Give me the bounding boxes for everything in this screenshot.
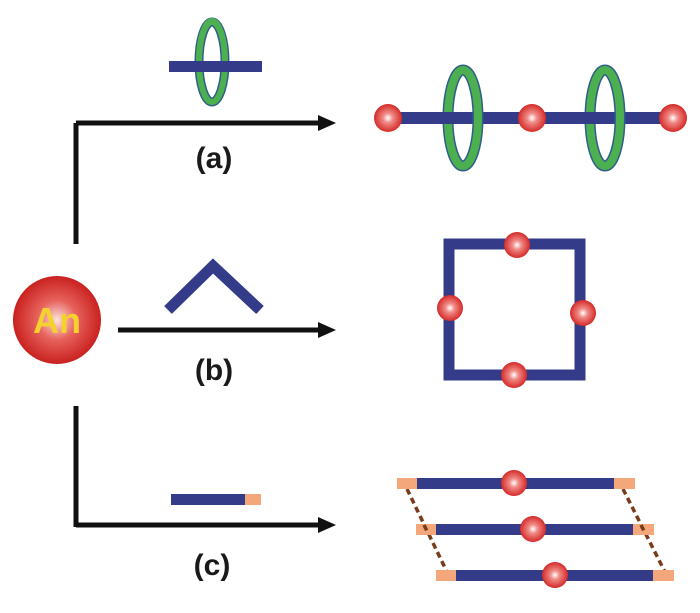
central-node-sphere xyxy=(13,276,101,364)
node-sphere xyxy=(501,362,527,388)
pathway-b-label: (b) xyxy=(195,354,233,387)
node-sphere xyxy=(518,104,546,132)
reagent-a-rotaxane xyxy=(169,17,262,107)
product-b-square xyxy=(437,232,596,388)
layer-1 xyxy=(397,470,635,496)
arrow-group xyxy=(73,120,320,528)
linear-linker xyxy=(171,494,245,505)
pathway-a-label: (a) xyxy=(196,142,233,175)
pathway-c-label: (c) xyxy=(194,549,231,582)
product-c-stack xyxy=(397,470,674,588)
layer-2 xyxy=(416,516,654,542)
central-node-an: An xyxy=(13,276,101,364)
arrow-a-head-icon xyxy=(318,115,336,131)
reagent-b-bent-linker xyxy=(164,258,264,315)
arrow-b-head-icon xyxy=(318,322,336,338)
square-linker xyxy=(443,238,586,381)
layer-3 xyxy=(436,562,674,588)
central-node-label: An xyxy=(33,300,81,341)
node-sphere xyxy=(437,295,463,321)
node-sphere xyxy=(374,104,402,132)
node-sphere xyxy=(504,232,530,258)
product-a-chain xyxy=(374,64,687,172)
dashed-bonds xyxy=(405,488,667,573)
end-cap xyxy=(245,494,261,505)
arrow-c-head-icon xyxy=(318,517,336,533)
linear-linker xyxy=(169,61,262,72)
node-sphere xyxy=(659,104,687,132)
reagent-c-capped-linker xyxy=(171,494,261,505)
node-sphere xyxy=(570,300,596,326)
